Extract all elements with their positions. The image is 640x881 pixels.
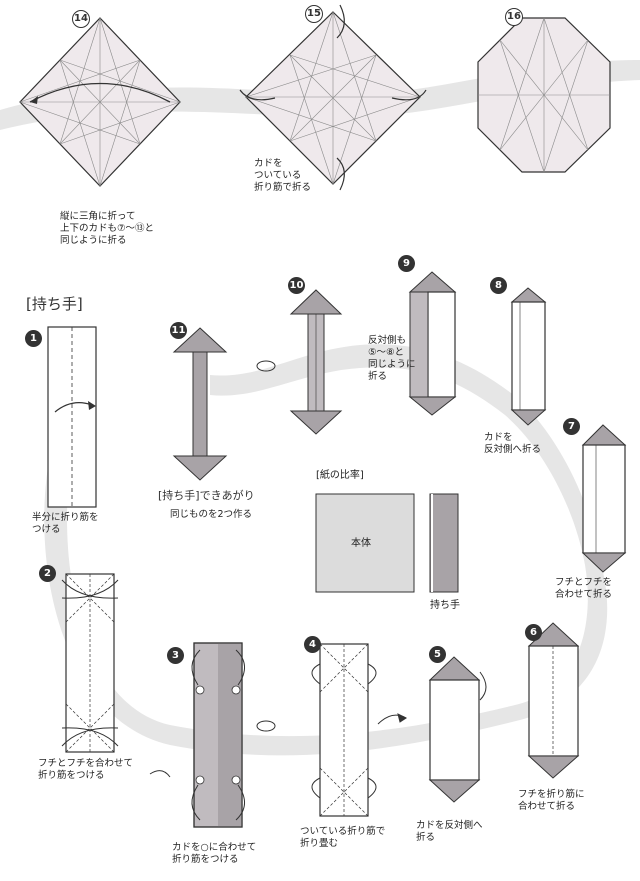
handle-step-1-badge: 1 (25, 330, 42, 347)
handle-step1-strip (47, 326, 97, 508)
handle-step-8-badge: 8 (490, 277, 507, 294)
handle-step9-note: 反対側も ⑤〜⑧と 同じように 折る (368, 335, 416, 382)
turn-over-symbol (149, 360, 407, 778)
handle-step3-strip (191, 642, 245, 828)
handle-step7-note: フチとフチを 合わせて折る (555, 577, 613, 600)
ratio-title: [紙の比率] (316, 470, 364, 481)
handle-step8-note: カドを 反対側へ折る (484, 432, 542, 455)
handle-step6-note: フチを折り筋に 合わせて折る (518, 789, 585, 812)
step-14-badge: 14 (72, 10, 90, 28)
step-16-badge: 16 (505, 8, 523, 26)
handle-step-2-badge: 2 (39, 565, 56, 582)
handle-step8-strip (510, 287, 547, 426)
step14-note: 縦に三角に折って 上下のカドも⑦〜⑬と 同じように折る (60, 211, 155, 246)
handle-step5-strip (428, 656, 487, 803)
handle-step9-strip (408, 271, 457, 416)
paper-ratio-figure (315, 493, 459, 593)
ratio-body-label: 本体 (351, 538, 371, 549)
handle-finished-label: [持ち手]できあがり (158, 489, 255, 502)
handle-step-10-badge: 10 (288, 277, 305, 294)
handle-step-9-badge: 9 (398, 255, 415, 272)
step16-octagon (477, 17, 611, 173)
handle-step10-strip (289, 289, 343, 435)
handle-step2-strip (61, 573, 119, 753)
handle-step1-note: 半分に折り筋を つける (32, 512, 99, 535)
step15-diamond (239, 4, 427, 191)
step-15-badge: 15 (305, 5, 323, 23)
step14-diamond (19, 17, 181, 187)
handle-step-4-badge: 4 (304, 636, 321, 653)
section-title: [持ち手] (26, 295, 83, 313)
handle-step3-note: カドを○に合わせて 折り筋をつける (172, 842, 257, 865)
handle-step6-strip (527, 622, 580, 779)
handle-step-3-badge: 3 (167, 647, 184, 664)
handle-step-6-badge: 6 (525, 624, 542, 641)
handle-step4-note: ついている折り筋で 折り畳む (300, 826, 386, 849)
handle-step7-strip (581, 424, 627, 573)
handle-step-5-badge: 5 (429, 646, 446, 663)
handle-step2-note: フチとフチを合わせて 折り筋をつける (38, 758, 134, 781)
handle-step4-strip (311, 643, 377, 817)
handle-step-11-badge: 11 (170, 322, 187, 339)
handle-step-7-badge: 7 (563, 418, 580, 435)
handle-finished-sub: 同じものを2つ作る (170, 509, 253, 520)
handle-step5-note: カドを反対側へ 折る (416, 820, 483, 843)
ratio-handle-label: 持ち手 (430, 600, 460, 611)
step15-note: カドを ついている 折り筋で折る (254, 158, 312, 193)
handle-step11-finished (172, 327, 228, 481)
